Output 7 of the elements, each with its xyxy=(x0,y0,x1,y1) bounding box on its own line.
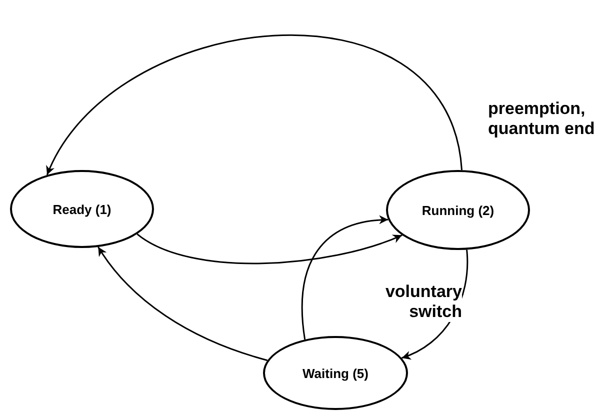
state-label: Ready (1) xyxy=(52,202,112,216)
state-label: Running (2) xyxy=(422,202,494,218)
arrow xyxy=(301,216,388,340)
arrow xyxy=(136,233,402,264)
state-label: Waiting (5) xyxy=(302,366,368,380)
arrow xyxy=(98,246,268,362)
arrow xyxy=(46,34,462,176)
